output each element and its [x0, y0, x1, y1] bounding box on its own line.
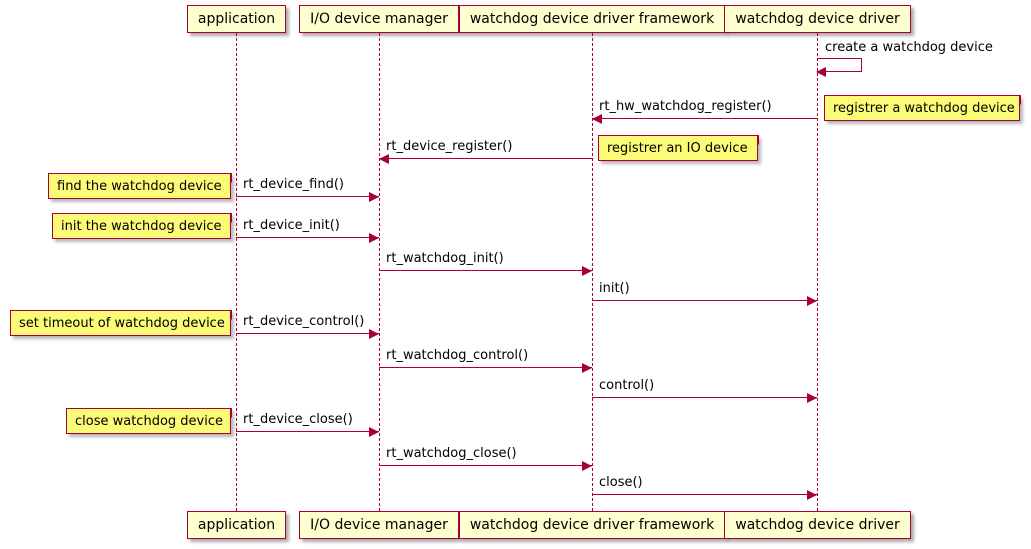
note-fold-inner-icon	[749, 136, 757, 144]
note-1: registrer an IO device	[598, 134, 759, 161]
arrowhead-12	[807, 490, 817, 500]
arrowhead-5	[582, 266, 592, 276]
message-line-7	[236, 333, 379, 334]
participant-box-application-top: application	[187, 5, 286, 33]
lifeline-application	[236, 33, 237, 511]
message-label-0: create a watchdog device	[825, 40, 993, 55]
lifeline-driver	[817, 33, 818, 511]
message-label-1: rt_hw_watchdog_register()	[599, 99, 772, 114]
message-label-8: rt_watchdog_control()	[386, 348, 529, 363]
note-3: init the watchdog device	[52, 212, 232, 239]
note-text-3: init the watchdog device	[61, 218, 222, 234]
arrowhead-6	[807, 296, 817, 306]
participant-box-io_manager-bottom: I/O device manager	[299, 511, 459, 539]
arrowhead-8	[582, 363, 592, 373]
note-fold-inner-icon	[222, 214, 230, 222]
lifeline-io_manager	[379, 33, 380, 511]
self-message-0	[817, 58, 862, 72]
participant-box-framework-bottom: watchdog device driver framework	[459, 511, 725, 539]
message-line-9	[592, 397, 817, 398]
message-label-9: control()	[599, 378, 655, 393]
message-label-3: rt_device_find()	[243, 177, 344, 192]
note-text-1: registrer an IO device	[607, 140, 748, 156]
arrowhead-9	[807, 393, 817, 403]
message-label-6: init()	[599, 281, 630, 296]
arrowhead-0	[816, 67, 826, 77]
participant-box-framework-top: watchdog device driver framework	[459, 5, 725, 33]
message-line-8	[379, 367, 592, 368]
arrowhead-10	[369, 427, 379, 437]
note-0: registrer a watchdog device	[824, 94, 1021, 121]
arrowhead-3	[369, 192, 379, 202]
note-text-4: set timeout of watchdog device	[19, 315, 225, 331]
message-line-10	[236, 431, 379, 432]
participant-box-application-bottom: application	[187, 511, 286, 539]
message-line-3	[236, 196, 379, 197]
message-label-10: rt_device_close()	[243, 412, 353, 427]
message-label-2: rt_device_register()	[386, 139, 513, 154]
message-line-12	[592, 494, 817, 495]
note-fold-inner-icon	[222, 311, 230, 319]
note-fold-inner-icon	[1011, 96, 1019, 104]
message-line-11	[379, 465, 592, 466]
note-text-5: close watchdog device	[75, 413, 223, 429]
arrowhead-1	[592, 114, 602, 124]
participant-box-io_manager-top: I/O device manager	[299, 5, 459, 33]
message-line-1	[592, 118, 817, 119]
arrowhead-11	[582, 461, 592, 471]
participant-box-driver-top: watchdog device driver	[724, 5, 911, 33]
message-label-11: rt_watchdog_close()	[386, 446, 517, 461]
message-line-4	[236, 237, 379, 238]
note-fold-inner-icon	[222, 174, 230, 182]
note-text-2: find the watchdog device	[57, 178, 222, 194]
message-line-2	[379, 158, 592, 159]
arrowhead-7	[369, 329, 379, 339]
message-label-7: rt_device_control()	[243, 314, 365, 329]
note-2: find the watchdog device	[48, 172, 232, 199]
message-line-5	[379, 270, 592, 271]
note-4: set timeout of watchdog device	[10, 309, 232, 336]
note-5: close watchdog device	[66, 407, 232, 434]
message-label-12: close()	[599, 475, 643, 490]
participant-box-driver-bottom: watchdog device driver	[724, 511, 911, 539]
message-line-6	[592, 300, 817, 301]
note-fold-inner-icon	[222, 409, 230, 417]
arrowhead-4	[369, 233, 379, 243]
message-label-4: rt_device_init()	[243, 218, 340, 233]
note-text-0: registrer a watchdog device	[833, 100, 1015, 116]
arrowhead-2	[379, 154, 389, 164]
lifeline-framework	[592, 33, 593, 511]
message-label-5: rt_watchdog_init()	[386, 251, 504, 266]
